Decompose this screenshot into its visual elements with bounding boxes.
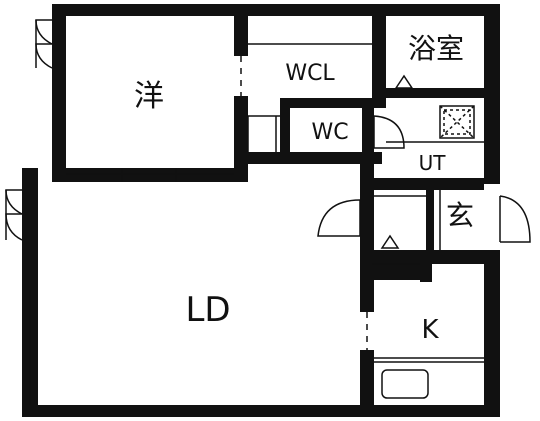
bath-step-icon [394, 74, 414, 89]
corridor-step-icon [380, 234, 400, 249]
kitchen-sink-icon [381, 369, 429, 399]
doors [5, 19, 531, 350]
washing-machine-pan-icon [439, 105, 475, 139]
fixtures [380, 74, 475, 399]
thin-lines [29, 43, 484, 405]
walls [22, 4, 500, 417]
